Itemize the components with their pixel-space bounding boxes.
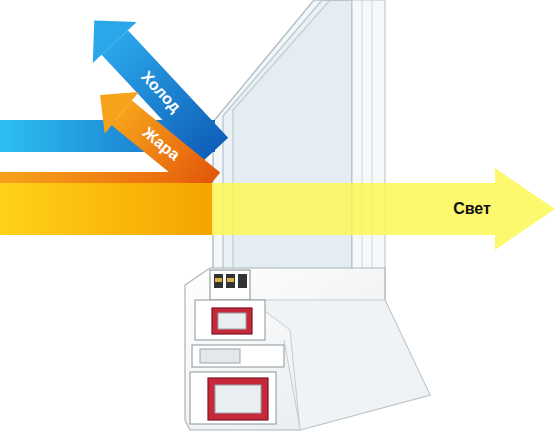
light-label: Свет [453, 201, 491, 217]
light-label-text: Свет [453, 200, 491, 217]
